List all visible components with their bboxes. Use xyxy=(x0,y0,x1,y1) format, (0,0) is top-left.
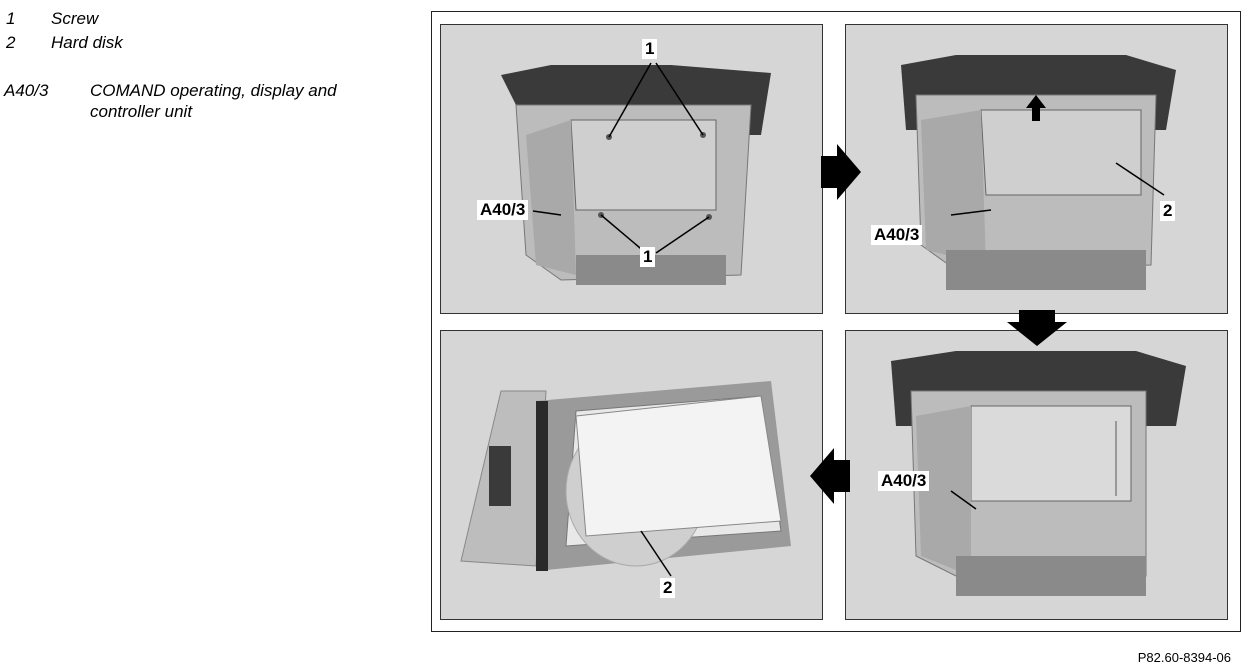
legend-key: 1 xyxy=(6,9,16,28)
step-2-panel: A40/3 2 xyxy=(845,24,1228,314)
procedure-figure: 1 A40/3 1 A40/3 2 A40/3 xyxy=(431,11,1241,632)
legend-text: COMAND operating, display and controller… xyxy=(90,81,337,121)
callout-comand-unit: A40/3 xyxy=(477,200,529,220)
arrow-right-icon xyxy=(821,144,861,200)
figure-id: P82.60-8394-06 xyxy=(1137,650,1231,665)
arrow-down-icon xyxy=(1007,310,1067,346)
callout-comand-unit: A40/3 xyxy=(878,471,930,491)
comand-unit-illustration xyxy=(901,55,1176,290)
comand-unit-illustration xyxy=(891,351,1186,596)
callout-hard-disk: 2 xyxy=(1160,201,1176,221)
callout-hard-disk: 2 xyxy=(660,578,676,598)
legend-text: Screw xyxy=(51,9,99,28)
callout-screw: 1 xyxy=(640,247,656,267)
step-3-panel: A40/3 xyxy=(845,330,1228,620)
callout-screw: 1 xyxy=(642,39,658,59)
hard-disk-illustration xyxy=(460,381,791,577)
legend-item-hard-disk: 2 Hard disk xyxy=(0,32,400,54)
comand-unit-illustration xyxy=(501,62,771,285)
arrow-left-icon xyxy=(810,448,850,504)
callout-comand-unit: A40/3 xyxy=(871,225,923,245)
legend-key: A40/3 xyxy=(4,81,49,100)
legend-item-comand-unit: A40/3 COMAND operating, display and cont… xyxy=(0,80,400,124)
legend-item-screw: 1 Screw xyxy=(0,8,400,30)
step-1-panel: 1 A40/3 1 xyxy=(440,24,823,314)
step-4-panel: 2 xyxy=(440,330,823,620)
legend-key: 2 xyxy=(6,33,16,52)
legend-text: Hard disk xyxy=(51,33,123,52)
